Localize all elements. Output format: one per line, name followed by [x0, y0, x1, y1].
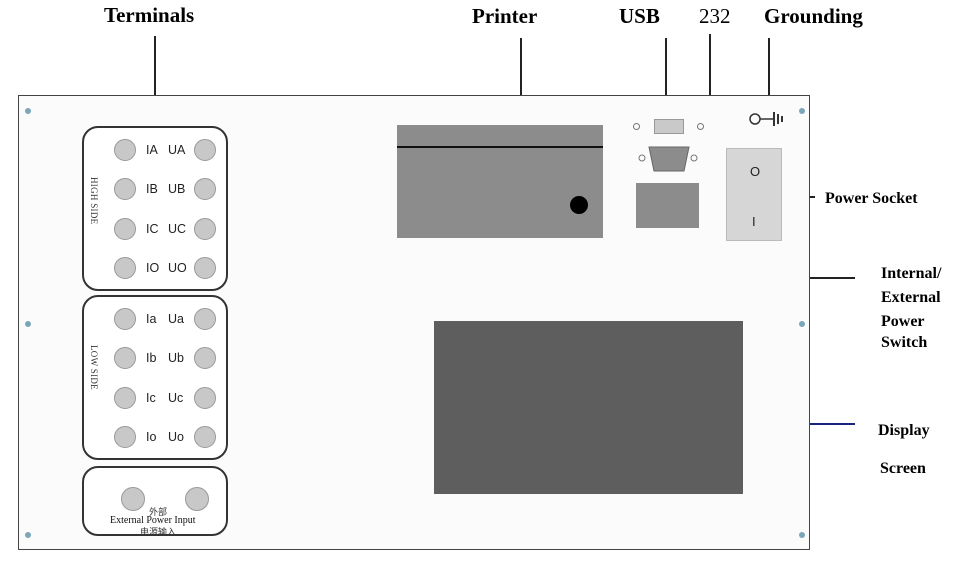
- terminal-ua[interactable]: [194, 139, 216, 161]
- terminal-io-low-label: Io: [146, 430, 157, 444]
- grounding-icon: [749, 112, 783, 126]
- terminal-io-low[interactable]: [114, 426, 136, 448]
- terminal-ua-low-label: Ua: [168, 312, 184, 326]
- terminal-uo[interactable]: [194, 257, 216, 279]
- rs232-callout: 232: [699, 4, 731, 28]
- grounding-callout: Grounding: [764, 4, 863, 28]
- usb-port[interactable]: [654, 119, 684, 134]
- usb-leader: [665, 38, 667, 118]
- terminal-ua-label: UA: [168, 143, 186, 157]
- power-on-symbol: I: [752, 214, 756, 229]
- terminal-ub-label: UB: [168, 182, 186, 196]
- terminals-leader: [154, 36, 156, 122]
- terminal-ib-label: IB: [146, 182, 158, 196]
- internal-external-line-4: Switch: [881, 334, 928, 351]
- screw-icon: [25, 321, 31, 327]
- terminal-uc-low[interactable]: [194, 387, 216, 409]
- grounding-leader: [768, 38, 770, 108]
- external-power-cn-bottom: 电源输入: [140, 527, 177, 537]
- usb-mount-hole-right: [697, 123, 704, 130]
- terminal-ib-low-label: Ib: [146, 351, 157, 365]
- screw-icon: [25, 108, 31, 114]
- printer-slot: [397, 125, 603, 238]
- terminal-ic-low-label: Ic: [146, 391, 156, 405]
- terminal-ib[interactable]: [114, 178, 136, 200]
- usb-mount-hole-left: [633, 123, 640, 130]
- terminal-io-label: IO: [146, 261, 160, 275]
- terminal-ua-low[interactable]: [194, 308, 216, 330]
- internal-external-power-switch[interactable]: [636, 183, 699, 228]
- terminal-ub-low-label: Ub: [168, 351, 184, 365]
- terminal-ia-low-label: Ia: [146, 312, 157, 326]
- terminal-uo-low[interactable]: [194, 426, 216, 448]
- terminal-ic-low[interactable]: [114, 387, 136, 409]
- printer-feed-button[interactable]: [570, 196, 588, 214]
- terminal-uo-label: UO: [168, 261, 187, 275]
- power-socket-callout: Power Socket: [825, 190, 918, 207]
- high-side-label: HIGH SIDE: [89, 177, 99, 225]
- external-power-terminal-left[interactable]: [121, 487, 145, 511]
- terminal-ia-label: IA: [146, 143, 158, 157]
- display-screen: [434, 321, 743, 494]
- terminal-ic-label: IC: [146, 222, 159, 236]
- external-power-terminal-right[interactable]: [185, 487, 209, 511]
- power-socket[interactable]: [726, 148, 782, 241]
- screw-icon: [799, 532, 805, 538]
- terminal-uc-label: UC: [168, 222, 187, 236]
- internal-external-line-1: Internal/: [881, 265, 942, 282]
- terminal-uc[interactable]: [194, 218, 216, 240]
- printer-paper-slit: [397, 146, 603, 148]
- external-power-label: External Power Input: [110, 515, 196, 526]
- terminal-ib-low[interactable]: [114, 347, 136, 369]
- power-off-symbol: O: [750, 164, 761, 179]
- terminals-callout: Terminals: [104, 3, 195, 27]
- internal-external-switch-callout: Internal/ External Power Switch: [881, 262, 941, 355]
- terminal-ic[interactable]: [114, 218, 136, 240]
- terminal-uo-low-label: Uo: [168, 430, 184, 444]
- terminal-ub-low[interactable]: [194, 347, 216, 369]
- display-callout-line-2: Screen: [880, 460, 926, 477]
- rs232-port[interactable]: [638, 144, 700, 174]
- external-power-cn-top: 外部: [149, 507, 168, 517]
- terminal-ub[interactable]: [194, 178, 216, 200]
- screw-icon: [799, 321, 805, 327]
- internal-external-line-3: Power: [881, 313, 925, 330]
- screw-icon: [799, 108, 805, 114]
- terminal-io[interactable]: [114, 257, 136, 279]
- terminal-uc-low-label: Uc: [168, 391, 184, 405]
- terminal-ia-low[interactable]: [114, 308, 136, 330]
- printer-callout: Printer: [472, 4, 538, 28]
- display-callout-line-1: Display: [878, 422, 930, 439]
- screw-icon: [25, 532, 31, 538]
- internal-external-line-2: External: [881, 289, 941, 306]
- printer-leader: [520, 38, 522, 122]
- terminal-ia[interactable]: [114, 139, 136, 161]
- low-side-label: LOW SIDE: [89, 345, 99, 390]
- usb-callout: USB: [619, 4, 660, 28]
